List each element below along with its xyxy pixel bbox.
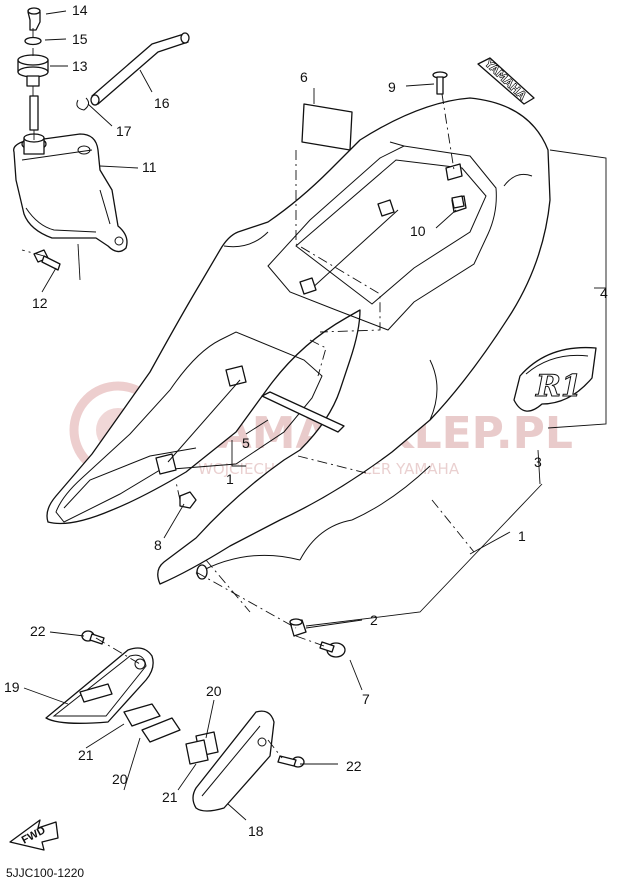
callout-10: 10 [410,223,426,239]
screw-22-right [277,755,305,768]
callout-22-right: 22 [346,758,362,774]
callout-2: 2 [370,612,378,628]
callout-8: 8 [154,537,162,553]
callout-21-right: 21 [162,789,178,805]
callout-16: 16 [154,95,170,111]
callout-7: 7 [362,691,370,707]
pads-right [185,731,219,765]
yamaha-decal: YAMAHA [477,56,535,105]
callout-20-left: 20 [112,771,128,787]
center-lines [21,28,475,759]
callout-20-right: 20 [206,683,222,699]
callout-6: 6 [300,69,308,85]
callout-14: 14 [72,2,88,18]
callouts: 14 15 13 16 17 11 12 6 9 10 4 5 1 3 8 1 … [4,2,608,839]
nut-10 [451,195,465,209]
callout-4: 4 [600,285,608,301]
callout-9: 9 [388,79,396,95]
pads-left [123,703,181,743]
callout-5: 5 [242,435,250,451]
callout-11: 11 [142,159,157,175]
callout-12: 12 [32,295,48,311]
callout-1-upper: 1 [226,471,234,487]
callout-13: 13 [72,58,88,74]
callout-18: 18 [248,823,264,839]
screw-7 [319,641,346,658]
callout-17: 17 [116,123,132,139]
side-cover-19 [45,647,154,724]
seat-cowling [46,97,551,585]
nut-8 [179,491,197,509]
diagram-code: 5JJC100-1220 [6,866,84,880]
callout-3: 3 [534,454,542,470]
callout-19: 19 [4,679,20,695]
breather-assembly [17,7,190,131]
leader-lines [23,10,607,821]
fwd-arrow: FWD [9,819,59,851]
r1-text: R1 [535,369,582,404]
grommet-2 [289,618,307,637]
screw-9 [432,71,448,95]
callout-1-lower: 1 [518,528,526,544]
decal-text: YAMAHA [481,56,529,103]
side-cover-18 [192,710,275,812]
callout-22-left: 22 [30,623,46,639]
reservoir-tank [13,133,128,253]
bolt-12 [33,249,61,271]
callout-21-left: 21 [78,747,94,763]
label-plate-6 [301,103,353,151]
callout-15: 15 [72,31,88,47]
part-5 [261,391,345,433]
screw-22-left [81,630,105,645]
r1-emblem: R1 [513,346,597,412]
